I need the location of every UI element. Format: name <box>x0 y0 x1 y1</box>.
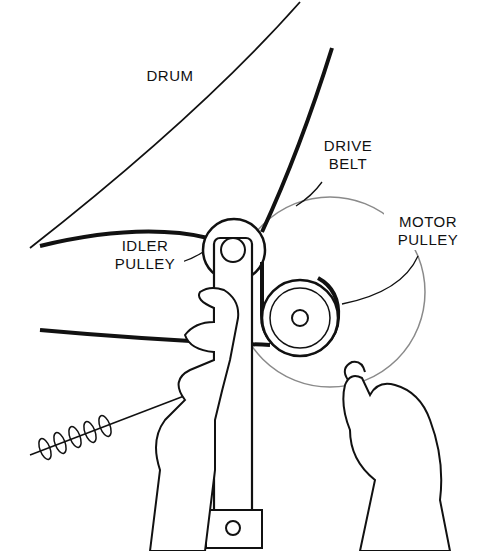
idler-bolt <box>221 238 245 262</box>
left-hand <box>150 288 238 551</box>
drum-edge <box>30 2 300 248</box>
leader-line <box>182 252 203 262</box>
arm-bracket <box>206 510 262 548</box>
part-label: MOTOR PULLEY <box>384 212 472 250</box>
part-label: DRIVE BELT <box>318 136 378 174</box>
pivot-hole <box>226 521 240 535</box>
leader-line <box>342 256 418 304</box>
right-thumb <box>345 362 365 380</box>
motor-pulley <box>262 280 338 356</box>
motor-shaft <box>292 310 308 326</box>
leader-line <box>296 182 322 206</box>
part-label: IDLER PULLEY <box>106 236 184 274</box>
motor-pulley-rim <box>270 288 330 348</box>
part-label: DRUM <box>138 66 202 86</box>
right-hand <box>343 376 450 551</box>
